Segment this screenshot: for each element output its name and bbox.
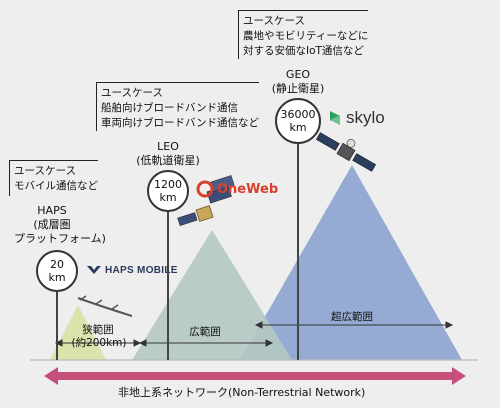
- leo-satellite-icon: [177, 175, 235, 227]
- haps-mobile-logo: HAPS MOBILE: [86, 264, 178, 276]
- narrow-range-title: 狭範囲: [82, 324, 114, 336]
- skylo-text: skylo: [346, 108, 385, 127]
- haps-label: HAPS (成層圏 プラットフォーム): [14, 204, 106, 246]
- geo-satellite-icon: [315, 132, 377, 172]
- haps-sub-1: (成層圏: [33, 218, 71, 231]
- haps-mobile-text: HAPS MOBILE: [105, 264, 178, 276]
- leo-sub-1: (低軌道衛星): [136, 154, 200, 167]
- usecase-geo-line-2: 対する安価なIoT通信など: [243, 45, 364, 57]
- haps-altitude-value: 20: [50, 258, 64, 271]
- usecase-geo: ユースケース 農地やモビリティーなどに 対する安価なIoT通信など: [238, 10, 369, 59]
- usecase-geo-heading: ユースケース: [243, 15, 305, 27]
- leo-altitude-unit: km: [159, 191, 177, 204]
- leo-label: LEO (低軌道衛星): [128, 140, 208, 168]
- geo-altitude-value: 36000: [280, 108, 316, 121]
- ntn-double-arrow: [44, 367, 466, 385]
- usecase-haps-heading: ユースケース: [14, 165, 76, 177]
- wide-range-arrow: [138, 339, 274, 347]
- geo-sub-1: (静止衛星): [271, 82, 325, 95]
- leo-altitude-value: 1200: [154, 178, 182, 191]
- narrow-range-arrow: [54, 339, 142, 347]
- haps-coverage-cone: [50, 305, 106, 360]
- geo-altitude-unit: km: [289, 121, 307, 134]
- haps-altitude-unit: km: [48, 271, 66, 284]
- geo-label: GEO (静止衛星): [268, 68, 328, 96]
- geo-altitude-badge: 36000 km: [275, 98, 321, 144]
- usecase-leo: ユースケース 船舶向けブロードバンド通信 車両向けブロードバンド通信など: [96, 82, 260, 131]
- geo-coverage-cone: [240, 165, 462, 360]
- usecase-leo-line-1: 船舶向けブロードバンド通信: [101, 102, 239, 114]
- narrow-range-sub: (約200km): [64, 336, 134, 350]
- haps-name: HAPS: [37, 204, 67, 217]
- geo-name: GEO: [285, 68, 311, 81]
- usecase-haps: ユースケース モバイル通信など: [9, 160, 98, 196]
- ntn-label: 非地上系ネットワーク(Non-Terrestrial Network): [118, 386, 366, 399]
- usecase-geo-line-1: 農地やモビリティーなどに: [243, 30, 369, 42]
- haps-sub-2: プラットフォーム): [14, 232, 106, 245]
- haps-pole: [56, 292, 58, 360]
- leo-altitude-badge: 1200 km: [147, 170, 189, 212]
- usecase-haps-line-1: モバイル通信など: [14, 180, 98, 192]
- haps-mobile-mark-icon: [87, 266, 101, 274]
- haps-altitude-badge: 20 km: [36, 250, 78, 292]
- skylo-logo: skylo: [328, 108, 385, 128]
- narrow-range-label: 狭範囲: [68, 323, 128, 337]
- haps-aircraft-icon: [77, 295, 133, 317]
- geo-pole: [297, 144, 299, 360]
- skylo-mark-icon: [330, 111, 340, 125]
- leo-pole: [167, 212, 169, 360]
- leo-name: LEO: [157, 140, 179, 153]
- ultra-range-label: 超広範囲: [331, 311, 373, 323]
- oneweb-mark-icon: [196, 180, 214, 198]
- leo-coverage-cone: [132, 230, 292, 360]
- usecase-leo-line-2: 車両向けブロードバンド通信など: [101, 117, 260, 129]
- wide-range-label: 広範囲: [189, 326, 221, 338]
- oneweb-text: OneWeb: [217, 181, 279, 197]
- narrow-range-distance: (約200km): [71, 337, 127, 349]
- oneweb-logo: OneWeb: [196, 180, 278, 198]
- usecase-leo-heading: ユースケース: [101, 87, 163, 99]
- ultra-range-arrow: [254, 321, 454, 329]
